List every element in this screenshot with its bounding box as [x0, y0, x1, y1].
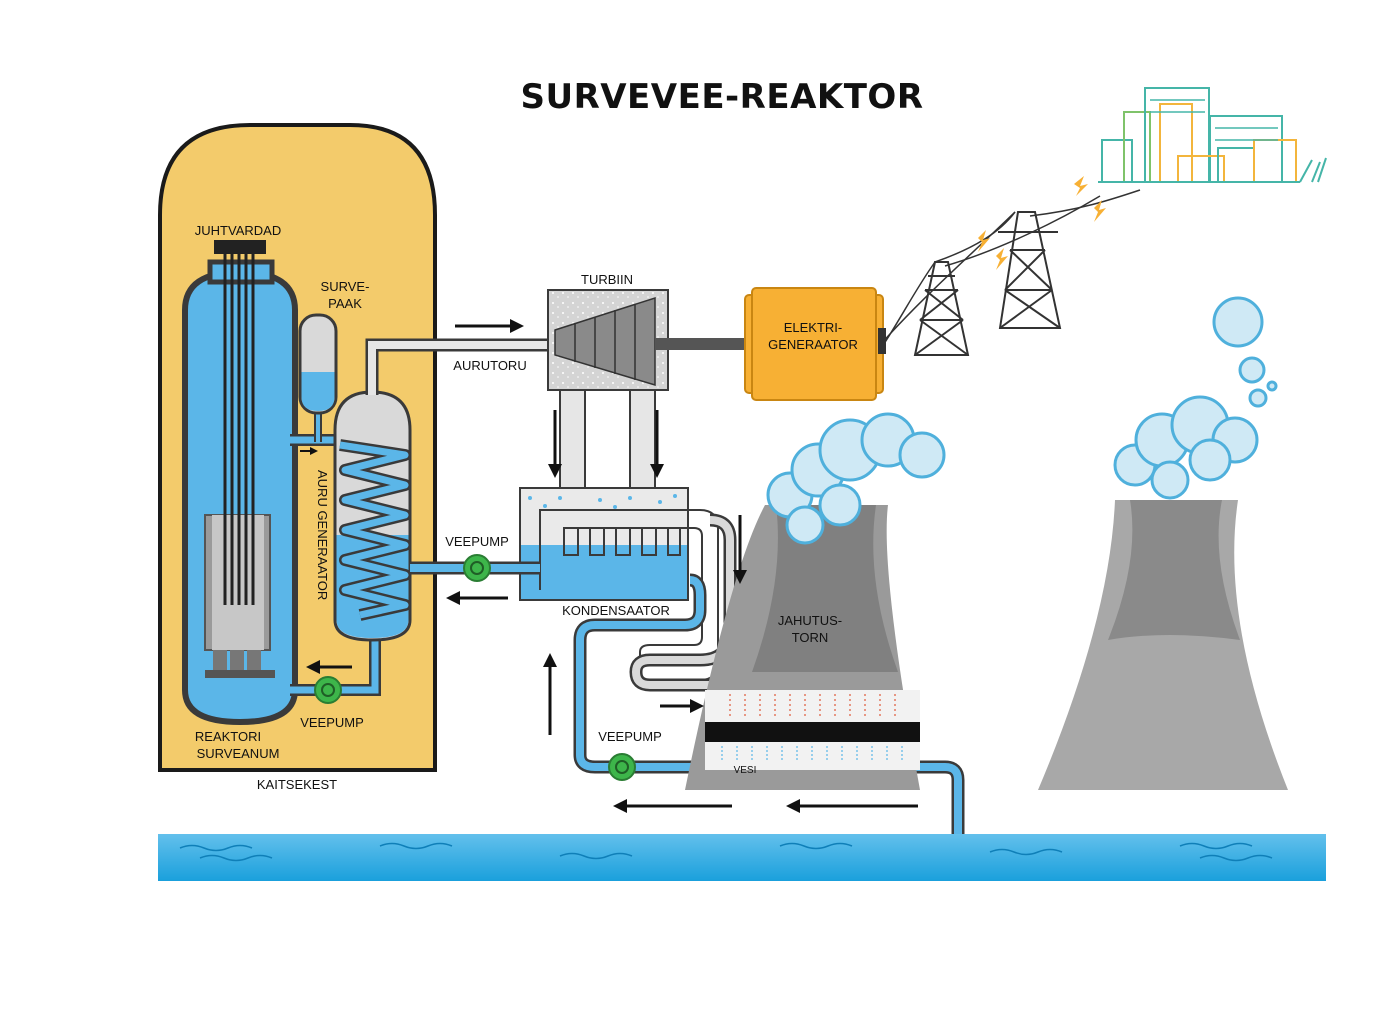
label-steam-generator: AURU GENERAATOR [315, 470, 330, 600]
label-containment: KAITSEKEST [257, 777, 337, 792]
city-icon [1098, 87, 1327, 183]
generator-shaft [655, 338, 747, 350]
label-generator: ELEKTRI- [784, 320, 843, 335]
turbine [547, 289, 669, 391]
pump-icon [608, 753, 636, 781]
sea [158, 834, 1326, 881]
label-pump: VEEPUMP [300, 715, 364, 730]
electric-generator [744, 287, 886, 401]
steam-generator [333, 390, 412, 642]
label-cooling-tower: JAHUTUS- [778, 613, 842, 628]
pump-icon [463, 554, 491, 582]
label-water: VESI [734, 765, 757, 776]
label-reactor-vessel: SURVEANUM [197, 746, 280, 761]
diagram-title: SURVEVEE-REAKTOR [520, 77, 923, 117]
steam-cloud [766, 412, 946, 545]
label-condenser: KONDENSAATOR [562, 603, 670, 618]
label-generator: GENERAATOR [768, 337, 858, 352]
label-turbine: TURBIIN [581, 272, 633, 287]
power-lines [879, 189, 1141, 351]
control-rods [214, 240, 266, 605]
label-reactor-vessel: REAKTORI [195, 729, 261, 744]
label-control-rods: JUHTVARDAD [195, 223, 281, 238]
pressurizer [298, 313, 338, 442]
cooling-tower [685, 505, 920, 790]
cooling-tower [1038, 500, 1288, 790]
flow-arrows [300, 319, 918, 813]
steam-cloud [1113, 296, 1278, 500]
exhaust-ducts [559, 389, 656, 489]
pylon-icon [998, 211, 1062, 329]
label-steam-pipe: AURUTORU [453, 358, 526, 373]
label-pressurizer: PAAK [328, 296, 362, 311]
label-cooling-tower: TORN [792, 630, 829, 645]
lightning-icon [978, 176, 1106, 270]
label-pressurizer: SURVE- [321, 279, 370, 294]
condenser [519, 487, 719, 681]
label-pump: VEEPUMP [598, 729, 662, 744]
label-pump: VEEPUMP [445, 534, 509, 549]
pylon-icon [913, 261, 970, 356]
pump-icon [314, 676, 342, 704]
steam-pipe [365, 338, 548, 395]
